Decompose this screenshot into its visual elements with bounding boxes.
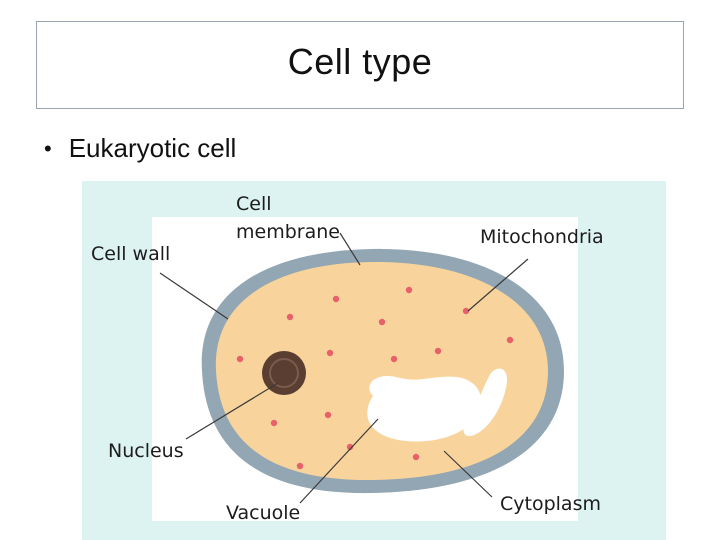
leader-line-cell-wall	[159, 272, 229, 320]
leader-line-mitochondria	[467, 258, 529, 312]
cell-diagram: Cell membrane Mitochondria Cell wall Nuc…	[82, 181, 666, 540]
mitochondria-dot	[412, 453, 420, 461]
mitochondria-dot	[324, 411, 332, 419]
mitochondria-dot	[326, 349, 334, 357]
nucleus-inner	[269, 358, 299, 388]
vacuole-small-shape	[463, 368, 508, 437]
label-mitochondria: Mitochondria	[480, 226, 604, 248]
leader-lines	[159, 232, 529, 504]
label-cell-membrane-1: Cell	[236, 193, 272, 215]
title-box: Cell type	[36, 21, 684, 109]
mitochondria-dot	[296, 462, 304, 470]
mitochondria-dot	[506, 336, 514, 344]
mitochondria-dot	[346, 443, 354, 451]
label-nucleus: Nucleus	[108, 440, 184, 462]
mitochondria-dot	[405, 286, 413, 294]
label-cell-wall: Cell wall	[91, 243, 170, 265]
bullet-item: • Eukaryotic cell	[44, 133, 236, 164]
leader-line-nucleus	[185, 382, 279, 440]
bullet-text: Eukaryotic cell	[68, 133, 237, 163]
mitochondria-dot	[236, 355, 244, 363]
mitochondria-dot	[332, 295, 340, 303]
mitochondria-dot	[462, 307, 470, 315]
mitochondria-dot	[286, 313, 294, 321]
label-cytoplasm: Cytoplasm	[500, 493, 601, 515]
bullet-icon: •	[44, 135, 52, 161]
leader-line-cell-membrane	[339, 232, 361, 266]
mitochondria-dot	[378, 318, 386, 326]
mitochondria-dot	[434, 347, 442, 355]
vacuole-shape	[367, 376, 481, 442]
nucleus-shape	[262, 351, 306, 395]
leader-line-cytoplasm	[443, 450, 493, 498]
mitochondria-dot	[270, 419, 278, 427]
slide-title: Cell type	[287, 41, 433, 82]
mitochondria-dots	[236, 286, 514, 470]
leader-line-vacuole	[299, 418, 379, 504]
label-cell-membrane-2: membrane	[236, 221, 340, 243]
mitochondria-dot	[390, 355, 398, 363]
label-vacuole: Vacuole	[226, 502, 300, 524]
